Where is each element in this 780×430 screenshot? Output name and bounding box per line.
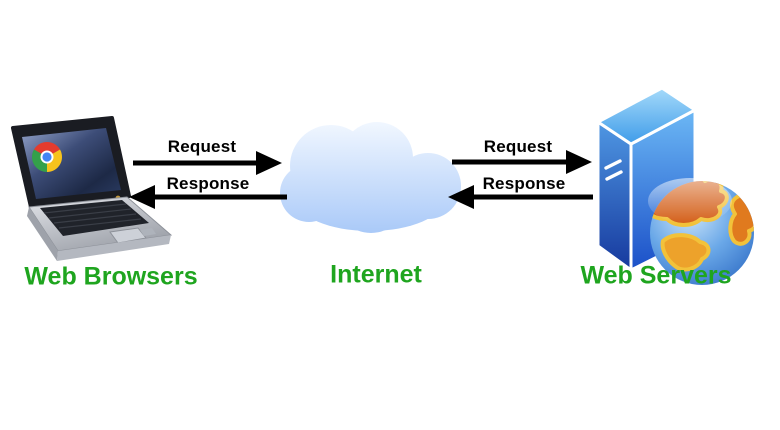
laptop-illustration xyxy=(11,116,173,261)
globe-icon xyxy=(648,178,754,285)
web-browsers-label: Web Browsers xyxy=(24,262,198,291)
request-arrow-browser-to-internet xyxy=(133,151,282,175)
internet-cloud-illustration xyxy=(280,122,461,233)
server-top-face xyxy=(596,86,697,146)
web-servers-label: Web Servers xyxy=(580,261,732,290)
request-arrow-internet-to-server xyxy=(452,150,592,174)
chrome-logo-icon xyxy=(31,141,63,173)
request-label-browser-internet: Request xyxy=(167,137,237,156)
server-tower-illustration xyxy=(596,86,697,272)
globe-gloss-highlight xyxy=(648,178,732,224)
internet-label: Internet xyxy=(330,260,422,289)
request-label-internet-server: Request xyxy=(483,137,553,156)
globe-continent-south xyxy=(660,233,711,272)
laptop-touchpad xyxy=(109,227,147,244)
laptop-front-edge xyxy=(57,235,171,261)
server-vent-slits xyxy=(604,159,623,181)
response-arrow-internet-to-browser xyxy=(129,185,287,209)
response-label-browser-internet: Response xyxy=(166,174,250,193)
response-label-internet-server: Response xyxy=(482,174,566,193)
globe-continent-east xyxy=(728,192,754,246)
server-left-face xyxy=(596,120,633,272)
laptop-left-edge xyxy=(27,207,58,261)
response-arrow-server-to-internet xyxy=(448,185,593,209)
